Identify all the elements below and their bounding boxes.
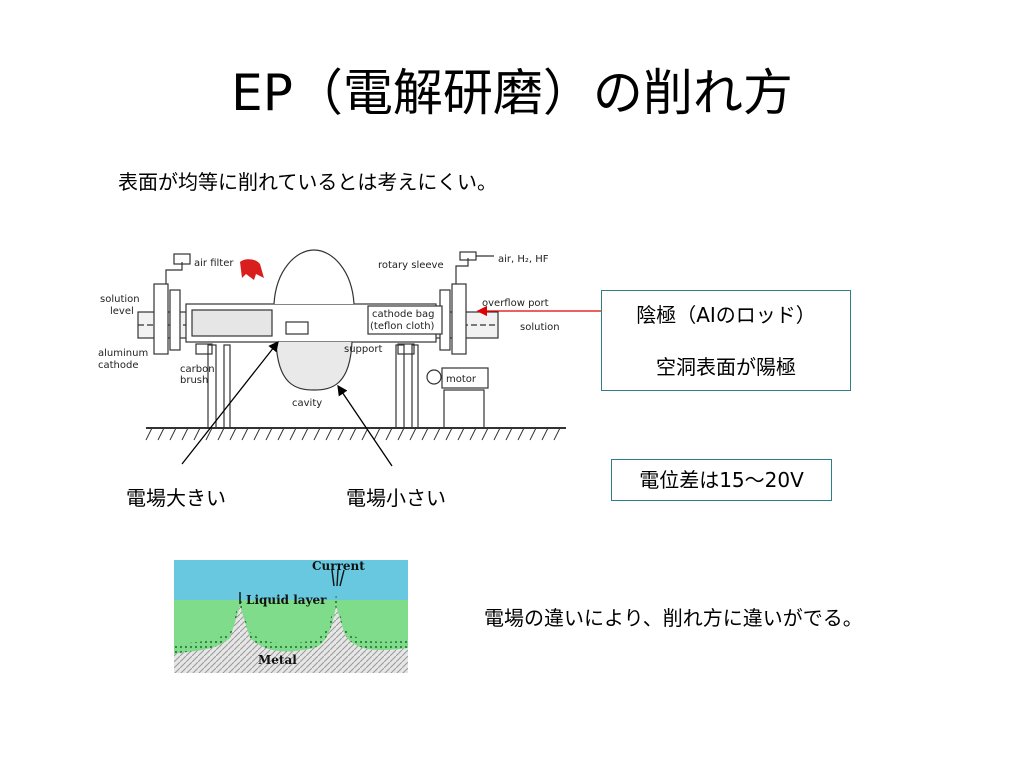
slide-title: EP（電解研磨）の削れ方	[231, 64, 793, 122]
label-cavity: cavity	[292, 398, 322, 409]
label-overflow-port: overflow port	[482, 298, 549, 309]
label-motor: motor	[446, 374, 477, 385]
label-solution-in: solution	[520, 322, 560, 333]
label-gas-inlet: air, H₂, HF	[498, 254, 549, 265]
cathode-note-line1: 陰極（AIのロッド）	[636, 303, 816, 327]
label-metal: Metal	[258, 653, 297, 667]
field-large-label: 電場大きい	[126, 486, 226, 510]
slide-subtitle: 表面が均等に削れているとは考えにくい。	[118, 170, 497, 194]
label-aluminum-2: cathode	[98, 360, 139, 371]
electropolishing-apparatus-diagram: air filter rotary sleeve air, H₂, HF sol…	[98, 249, 566, 441]
label-aluminum-1: aluminum	[98, 348, 148, 359]
label-current: Current	[312, 560, 365, 573]
label-cathode-bag-1: cathode bag	[372, 309, 435, 320]
cathode-note-line2: 空洞表面が陽極	[656, 355, 796, 379]
label-cathode-bag-2: (teflon cloth)	[370, 321, 435, 332]
label-solution-level-2: level	[110, 306, 134, 317]
label-carbon-brush-1: carbon	[180, 364, 215, 375]
label-liquid-layer: Liquid layer	[246, 593, 327, 607]
surface-micro-diagram: Current Liquid layer Metal	[174, 560, 408, 673]
label-solution-level-1: solution	[100, 294, 140, 305]
label-rotary-sleeve: rotary sleeve	[378, 260, 444, 271]
field-small-label: 電場小さい	[346, 486, 446, 510]
label-air-filter: air filter	[194, 258, 234, 269]
label-support: support	[344, 344, 382, 355]
cathode-note-box: 陰極（AIのロッド） 空洞表面が陽極	[601, 290, 851, 391]
red-glove-icon	[240, 259, 264, 280]
conclusion-text: 電場の違いにより、削れ方に違いがでる。	[484, 606, 863, 630]
voltage-note-box: 電位差は15～20V	[611, 459, 832, 501]
label-carbon-brush-2: brush	[180, 375, 208, 386]
